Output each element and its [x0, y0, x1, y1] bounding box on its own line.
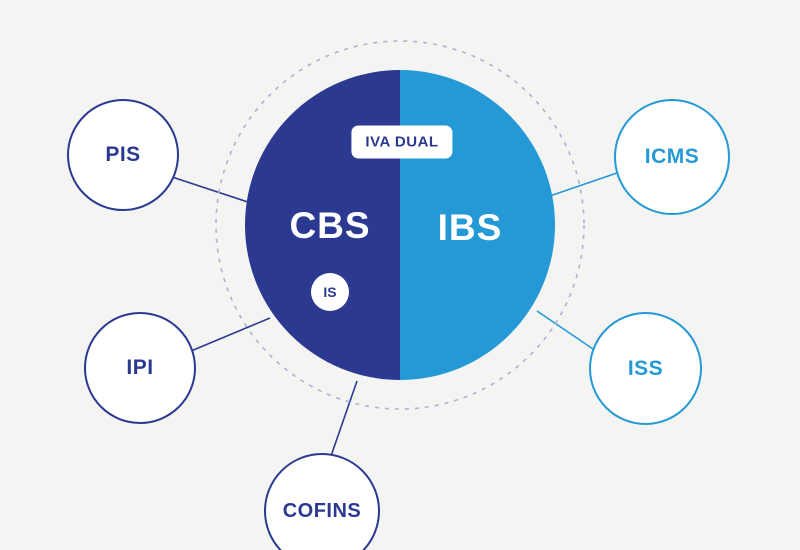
- cbs-label: CBS: [289, 205, 371, 246]
- satellite-pis: PIS: [67, 99, 179, 211]
- pis-label: PIS: [105, 143, 141, 166]
- satellite-ipi: IPI: [84, 312, 196, 424]
- satellite-icms: ICMS: [614, 99, 730, 215]
- connector-ipi: [190, 317, 271, 352]
- connector-iss: [536, 310, 597, 352]
- iva-dual-badge: IVA DUAL: [351, 125, 453, 159]
- iss-label: ISS: [627, 356, 664, 380]
- is-badge: IS: [311, 273, 349, 311]
- cofins-label: COFINS: [282, 499, 362, 522]
- ibs-label: IBS: [437, 207, 503, 248]
- dashed-ring: [215, 40, 585, 410]
- connector-pis: [162, 173, 264, 208]
- connector-icms: [540, 172, 618, 200]
- icms-label: ICMS: [644, 145, 700, 168]
- satellite-iss: ISS: [589, 312, 702, 425]
- connector-cofins: [330, 380, 358, 457]
- satellite-cofins: COFINS: [264, 453, 380, 550]
- ipi-label: IPI: [126, 356, 154, 379]
